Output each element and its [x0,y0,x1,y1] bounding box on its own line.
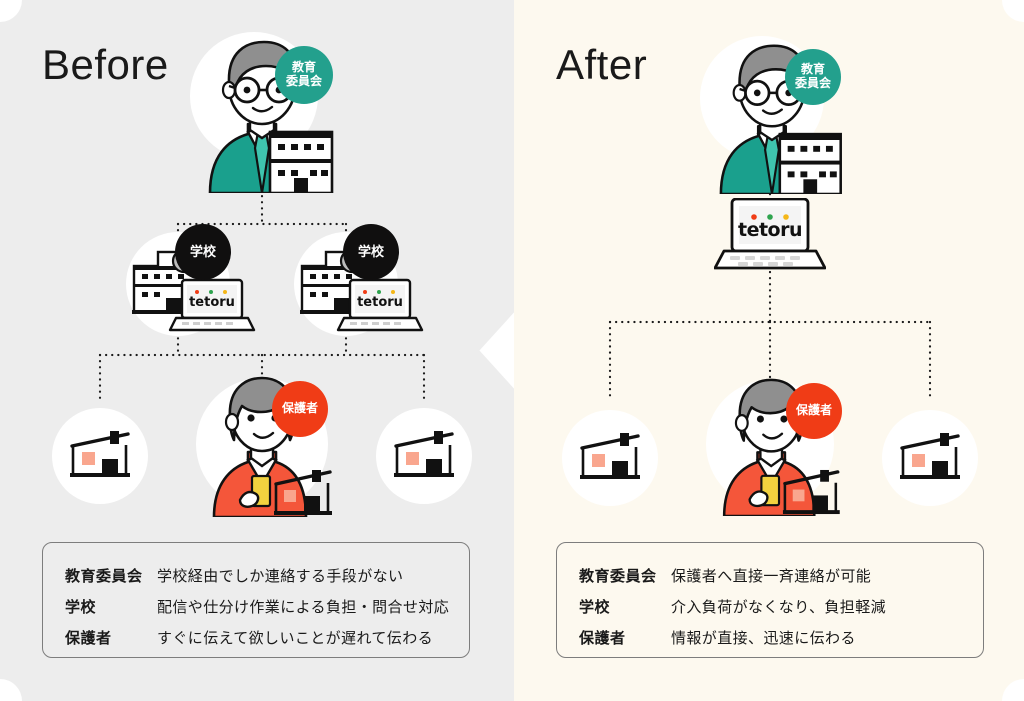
badge-line-1: 教育 [291,60,316,75]
infobox-row: 学校 配信や仕分け作業による負担・問合せ対応 [65,596,469,617]
infobox-label: 教育委員会 [579,568,657,585]
infobox-before: 教育委員会 学校経由でしか連絡する手段がない 学校 配信や仕分け作業による負担・… [42,542,470,658]
svg-text:tetoru: tetoru [189,295,235,310]
infobox-after: 教育委員会 保護者へ直接一斉連絡が可能 学校 介入負荷がなくなり、負担軽減 保護… [556,542,984,658]
svg-text:tetoru: tetoru [357,295,403,310]
infobox-label: 学校 [579,599,611,616]
heading-before: Before [42,41,169,88]
badge-board-of-education-before: 教育 委員会 [275,46,333,104]
infobox-row: 教育委員会 学校経由でしか連絡する手段がない [65,565,469,586]
house-icon-left-before [70,431,130,477]
node-home-right-after [882,410,978,506]
badge-board-of-education-after: 教育 委員会 [785,49,841,105]
infobox-label: 教育委員会 [65,568,143,585]
badge-line-1: 教育 [800,62,825,77]
svg-text:tetoru: tetoru [738,219,802,241]
badge-guardian-before: 保護者 [272,381,328,437]
heading-after: After [556,41,648,88]
infobox-row: 保護者 すぐに伝えて欲しいことが遅れて伝わる [65,627,469,648]
badge-line-2: 委員会 [285,74,322,88]
house-icon-left-after [580,433,640,479]
board-of-education-illustration-after [719,44,842,194]
guardian-illustration-before [212,376,332,517]
infobox-row: 教育委員会 保護者へ直接一斉連絡が可能 [579,565,983,586]
node-home-right-before [376,408,472,504]
house-icon-right-before [394,431,454,477]
infobox-row: 保護者 情報が直接、迅速に伝わる [579,627,983,648]
infobox-text: 配信や仕分け作業による負担・問合せ対応 [157,599,450,616]
node-home-left-before [52,408,148,504]
badge-school-right-before: 学校 [343,224,399,280]
house-icon-right-after [900,433,960,479]
infobox-text: 介入負荷がなくなり、負担軽減 [671,599,887,616]
infobox-text: 保護者へ直接一斉連絡が可能 [671,568,872,585]
infobox-text: 学校経由でしか連絡する手段がない [157,568,404,585]
badge-guardian-after: 保護者 [786,383,842,439]
badge-school-left-before: 学校 [175,224,231,280]
infobox-label: 学校 [65,599,97,616]
infobox-label: 保護者 [65,630,112,647]
infobox-label: 保護者 [579,630,626,647]
laptop-tetoru-after: tetoru [714,198,826,270]
node-home-left-after [562,410,658,506]
infobox-text: すぐに伝えて欲しいことが遅れて伝わる [157,630,434,647]
board-of-education-illustration-before [208,40,334,193]
badge-line-2: 委員会 [794,76,831,90]
guardian-illustration-after [722,378,840,516]
infobox-row: 学校 介入負荷がなくなり、負担軽減 [579,596,983,617]
infobox-text: 情報が直接、迅速に伝わる [671,630,856,647]
